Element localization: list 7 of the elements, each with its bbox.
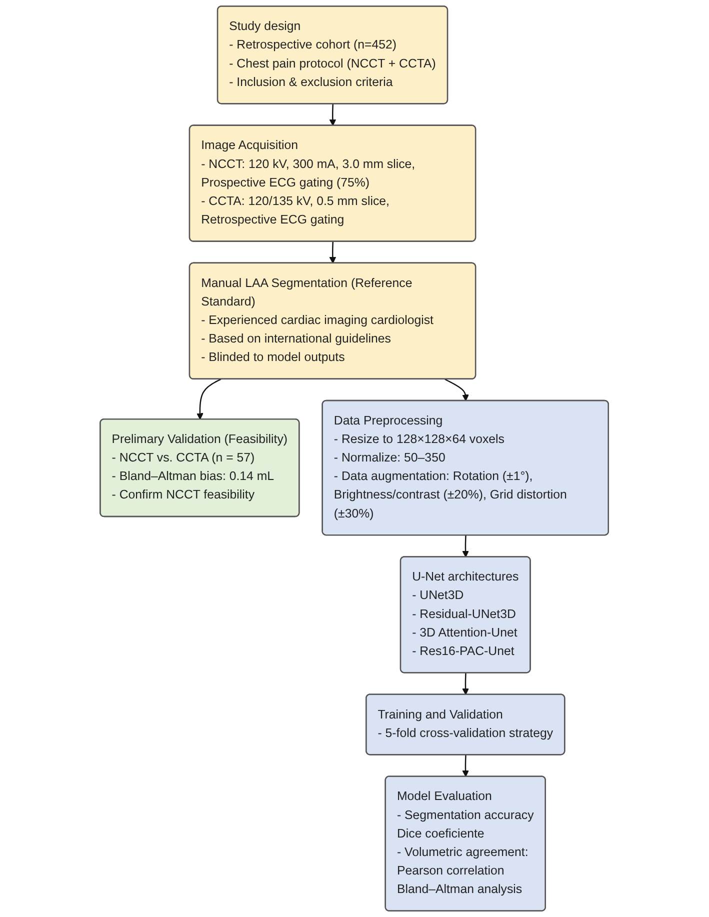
- arrow: [462, 673, 470, 695]
- arrow: [330, 242, 336, 264]
- arrow: [462, 754, 470, 777]
- arrow: [196, 378, 222, 420]
- arrow: [444, 378, 470, 402]
- arrow: [330, 104, 336, 126]
- arrow: [462, 535, 470, 558]
